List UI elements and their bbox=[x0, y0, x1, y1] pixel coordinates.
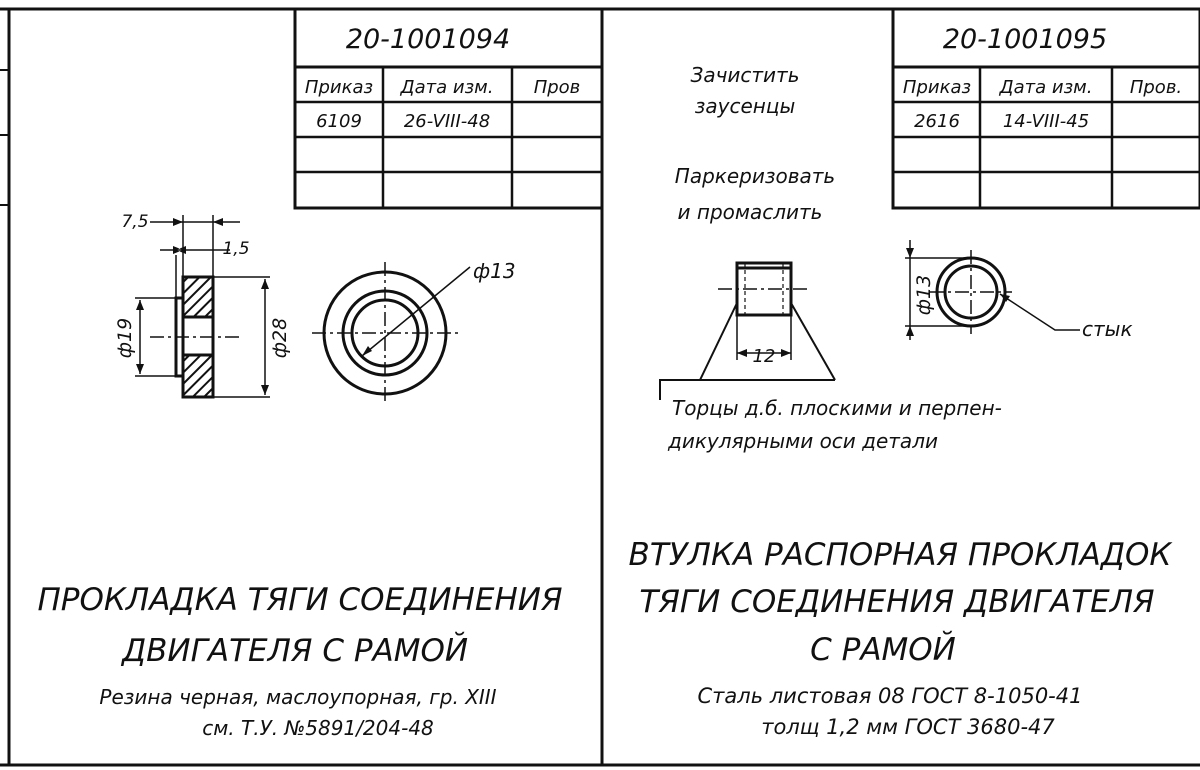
left-title-line-2: ДВИГАТЕЛЯ С РАМОЙ bbox=[120, 633, 468, 669]
note-line-1: Зачистить bbox=[691, 63, 800, 87]
dim-bushing-diameter: ф13 bbox=[913, 275, 935, 315]
left-part-number: 20-1001094 bbox=[346, 24, 510, 55]
right-revision-block: 20-1001095 Приказ Дата изм. Пров. 2616 1… bbox=[891, 7, 1200, 210]
right-header-date: Дата изм. bbox=[999, 77, 1093, 98]
right-notes: Зачистить заусенцы Паркеризовать и прома… bbox=[675, 63, 835, 224]
dim-width-flange: 1,5 bbox=[222, 239, 249, 259]
left-header-date: Дата изм. bbox=[400, 77, 494, 98]
right-title-line-3: С РАМОЙ bbox=[810, 632, 956, 668]
end-note-line-1: Торцы д.б. плоскими и перпен- bbox=[672, 396, 1002, 420]
right-title-line-2: ТЯГИ СОЕДИНЕНИЯ ДВИГАТЕЛЯ bbox=[639, 584, 1154, 620]
left-revision-block: 20-1001094 Приказ Дата изм. Пров 6109 26… bbox=[293, 7, 604, 210]
right-header-order: Приказ bbox=[903, 77, 971, 98]
gasket-front-view: ф13 bbox=[312, 259, 516, 404]
right-title-block: ВТУЛКА РАСПОРНАЯ ПРОКЛАДОК ТЯГИ СОЕДИНЕН… bbox=[629, 537, 1174, 739]
dim-outer-diameter: ф28 bbox=[269, 318, 291, 358]
bushing-side-view: 12 bbox=[659, 261, 836, 400]
left-title-line-1: ПРОКЛАДКА ТЯГИ СОЕДИНЕНИЯ bbox=[38, 582, 563, 618]
left-material-line-2: см. Т.У. №5891/204-48 bbox=[202, 716, 434, 740]
note-line-2: заусенцы bbox=[695, 94, 796, 118]
dim-hole-diameter: ф13 bbox=[473, 259, 516, 283]
left-material-line-1: Резина черная, маслоупорная, гр. XIII bbox=[99, 685, 496, 709]
gasket-section-view: 7,5 1,5 ф19 ф28 bbox=[114, 212, 291, 399]
right-title-line-1: ВТУЛКА РАСПОРНАЯ ПРОКЛАДОК bbox=[629, 537, 1174, 573]
left-cell-order: 6109 bbox=[316, 111, 362, 132]
left-cell-date: 26-VIII-48 bbox=[404, 111, 490, 132]
dim-length: 12 bbox=[753, 346, 776, 367]
left-header-check: Пров bbox=[534, 77, 581, 98]
seam-label: стык bbox=[1082, 317, 1133, 341]
end-note-line-2: дикулярными оси детали bbox=[667, 429, 938, 453]
note-line-3: Паркеризовать bbox=[675, 164, 835, 188]
right-header-check: Пров. bbox=[1130, 77, 1182, 98]
dim-width-total: 7,5 bbox=[121, 212, 148, 232]
left-header-order: Приказ bbox=[305, 77, 373, 98]
right-material-line-2: толщ 1,2 мм ГОСТ 3680-47 bbox=[761, 715, 1055, 739]
dim-inner-diameter: ф19 bbox=[114, 318, 136, 358]
gasket-hatch-top bbox=[181, 275, 215, 319]
right-part-number: 20-1001095 bbox=[943, 24, 1107, 55]
right-material-line-1: Сталь листовая 08 ГОСТ 8-1050-41 bbox=[698, 684, 1083, 708]
note-line-4: и промаслить bbox=[678, 200, 823, 224]
right-cell-date: 14-VIII-45 bbox=[1003, 111, 1089, 132]
right-cell-order: 2616 bbox=[914, 111, 960, 132]
right-end-note: Торцы д.б. плоскими и перпен- дикулярным… bbox=[667, 396, 1002, 453]
left-title-block: ПРОКЛАДКА ТЯГИ СОЕДИНЕНИЯ ДВИГАТЕЛЯ С РА… bbox=[38, 582, 563, 740]
bushing-front-view: ф13 стык bbox=[905, 240, 1133, 341]
gasket-hatch-bottom bbox=[181, 353, 215, 399]
